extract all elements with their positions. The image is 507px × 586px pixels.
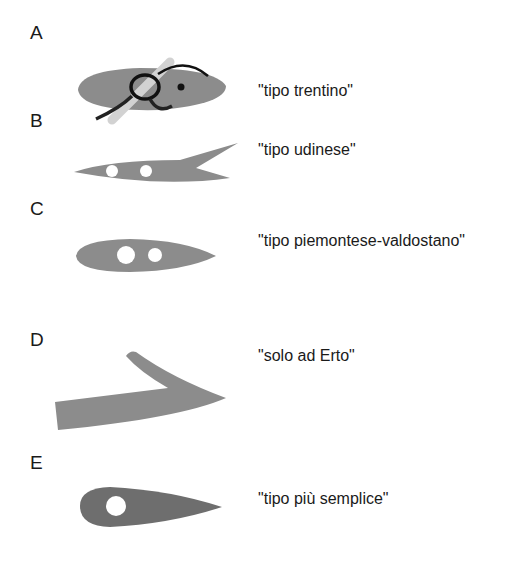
row-letter: D xyxy=(30,329,44,351)
type-caption: "tipo più semplice" xyxy=(258,490,389,508)
row-letter: E xyxy=(30,452,43,474)
shape-d xyxy=(55,352,226,431)
shape-c xyxy=(76,239,216,272)
row-letter: B xyxy=(30,110,43,132)
row-letter: C xyxy=(30,198,44,220)
shape-b xyxy=(74,143,238,182)
shape-a xyxy=(78,62,226,120)
type-caption: "tipo piemontese-valdostano" xyxy=(258,232,465,250)
type-caption: "solo ad Erto" xyxy=(258,347,355,365)
row-letter: A xyxy=(30,22,43,44)
type-caption: "tipo trentino" xyxy=(258,82,353,100)
type-caption: "tipo udinese" xyxy=(258,141,356,159)
shape-e xyxy=(80,487,222,527)
